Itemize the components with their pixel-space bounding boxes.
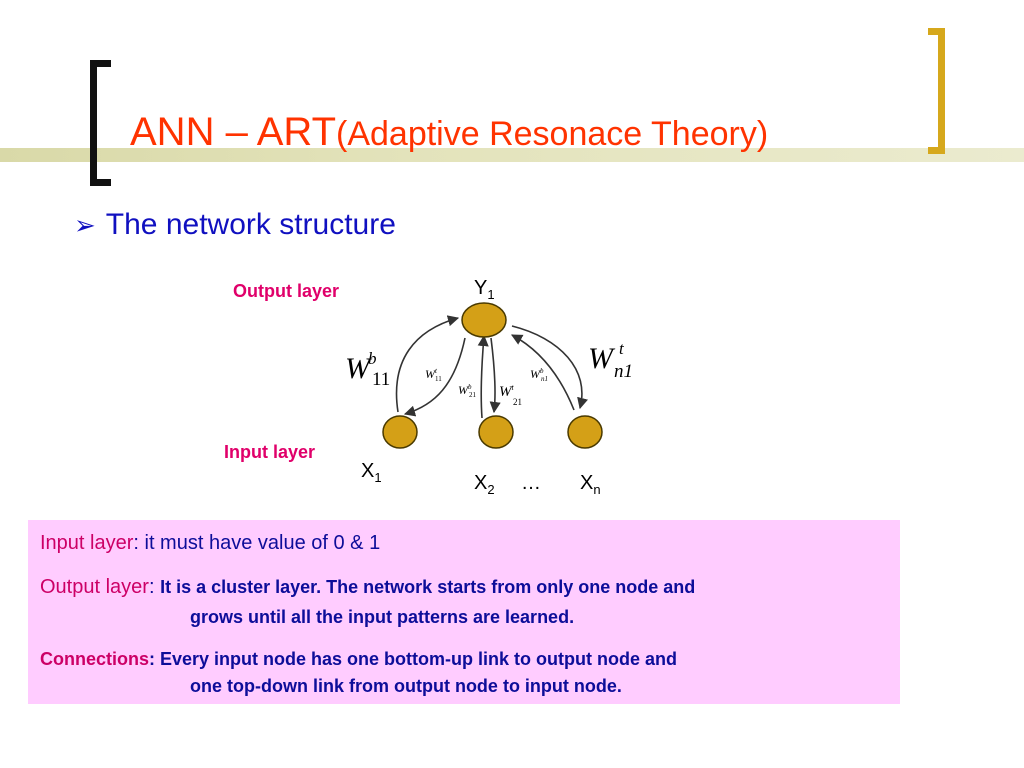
info-line-output: Output layer: It is a cluster layer. The… <box>40 576 695 599</box>
arrow-x2-to-y1 <box>477 334 489 419</box>
weight-w21-top-down: Wt21 <box>499 383 522 407</box>
output-layer-colon: : <box>148 576 161 598</box>
input-layer-desc: : it must have value of 0 & 1 <box>133 532 381 554</box>
arrow-y1-to-x1 <box>403 337 466 417</box>
slide-title: ANN – ART(Adaptive Resonace Theory) <box>130 110 768 155</box>
left-bracket <box>90 60 111 186</box>
ellipsis: … <box>521 472 541 494</box>
node-x2 <box>478 415 514 449</box>
arrow-xn-to-y1 <box>511 334 575 411</box>
bullet-item: ➢ The network structure <box>74 208 396 242</box>
connections-term: Connections <box>40 649 150 669</box>
label-xn: Xn <box>580 472 601 497</box>
output-layer-desc-b: grows until all the input patterns are l… <box>190 607 575 627</box>
output-layer-desc-a: It is a cluster layer. The network start… <box>160 577 696 597</box>
info-box: Input layer: it must have value of 0 & 1… <box>28 520 900 704</box>
bullet-arrow-icon: ➢ <box>74 210 96 240</box>
node-xn <box>567 415 603 449</box>
label-x1: X1 <box>361 460 382 485</box>
arrow-x1-to-y1 <box>395 315 460 413</box>
node-y1 <box>461 302 507 338</box>
arrow-y1-to-x2 <box>489 337 501 414</box>
input-layer-label: Input layer <box>224 442 316 462</box>
info-line-connections: Connections: Every input node has one bo… <box>40 649 677 670</box>
input-layer-term: Input layer <box>40 532 134 554</box>
right-bracket <box>928 28 945 154</box>
arrow-y1-to-xn <box>511 325 588 410</box>
output-layer-term: Output layer <box>40 576 149 598</box>
info-line-input: Input layer: it must have value of 0 & 1 <box>40 532 380 555</box>
output-layer-label: Output layer <box>233 281 340 301</box>
connections-desc-a: : Every input node has one bottom-up lin… <box>149 649 677 669</box>
bullet-text: The network structure <box>105 208 396 241</box>
header-rule <box>0 148 1024 162</box>
node-x1 <box>382 415 418 449</box>
title-main: ANN – ART <box>130 110 336 154</box>
title-sub: (Adaptive Resonace Theory) <box>336 115 769 153</box>
connections-desc-b: one top-down link from output node to in… <box>190 676 622 696</box>
label-y1: Y1 <box>474 277 495 302</box>
label-x2: X2 <box>474 472 495 497</box>
